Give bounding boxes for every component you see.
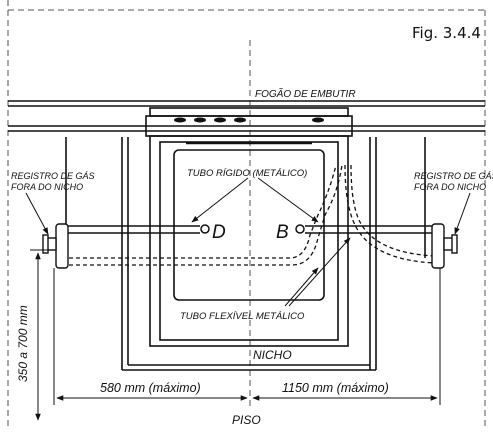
dimension-vertical: 350 a 700 mm (16, 305, 30, 382)
rigid-tube (68, 225, 435, 234)
leader-lines (25, 177, 471, 307)
niche-cabinet (65, 137, 426, 371)
dashed-frame (7, 0, 486, 428)
connection-point-b (295, 224, 305, 234)
registro-left-line2: FORA DO NICHO (11, 182, 83, 192)
nicho-label: NICHO (253, 348, 292, 362)
registro-left-line1: REGISTRO DE GÁS (11, 171, 95, 181)
letter-b: B (276, 222, 289, 243)
connection-point-d (200, 224, 210, 234)
counter-top (8, 100, 485, 132)
registro-right-line1: REGISTRO DE GÁS (414, 171, 493, 181)
flexible-tubes (62, 164, 436, 266)
horizontal-dimensions (53, 268, 441, 405)
burner-knobs (174, 117, 324, 123)
registro-right-line2: FORA DO NICHO (414, 182, 486, 192)
dimension-right: 1150 mm (máximo) (282, 381, 389, 395)
vertical-dimension (30, 249, 50, 421)
right-gas-valve (431, 223, 458, 269)
figure-label: Fig. 3.4.4 (412, 24, 481, 42)
piso-label: PISO (232, 413, 261, 427)
left-gas-valve (42, 223, 69, 269)
tubo-flexivel-label: TUBO FLEXÍVEL METÁLICO (180, 311, 305, 322)
tubo-rigido-label: TUBO RÍGIDO (METÁLICO) (187, 168, 307, 179)
dimension-left: 580 mm (máximo) (100, 381, 201, 395)
fogao-label: FOGÃO DE EMBUTIR (255, 87, 356, 100)
letter-d: D (212, 222, 226, 243)
